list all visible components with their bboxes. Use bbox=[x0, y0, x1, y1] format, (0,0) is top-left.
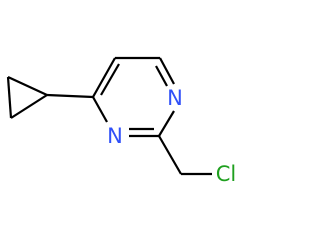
bond-c4-c5 bbox=[92, 57, 116, 98]
bond-cp-left-bottom bbox=[6, 76, 13, 119]
bond-cp-bottom-top bbox=[10, 94, 48, 119]
atom-label-n3: N bbox=[107, 124, 123, 148]
atom-label-cl: Cl bbox=[216, 162, 237, 186]
bond-n1-c2 bbox=[158, 110, 175, 137]
bond-c6-n1-inner bbox=[155, 65, 168, 87]
bond-c6-n1 bbox=[159, 57, 175, 85]
pyrimidine-ring bbox=[92, 56, 175, 138]
atom-label-n1: N bbox=[167, 86, 183, 110]
cyclopropyl-ring bbox=[6, 76, 48, 119]
bond-c4-c5-inner bbox=[100, 63, 120, 96]
bond-c2-ch2 bbox=[158, 135, 182, 175]
bond-n3-c4 bbox=[92, 96, 108, 123]
bond-cp-to-c4 bbox=[46, 93, 94, 99]
molecule-structure: N N Cl bbox=[6, 56, 237, 186]
bond-cp-top-left bbox=[7, 76, 48, 96]
